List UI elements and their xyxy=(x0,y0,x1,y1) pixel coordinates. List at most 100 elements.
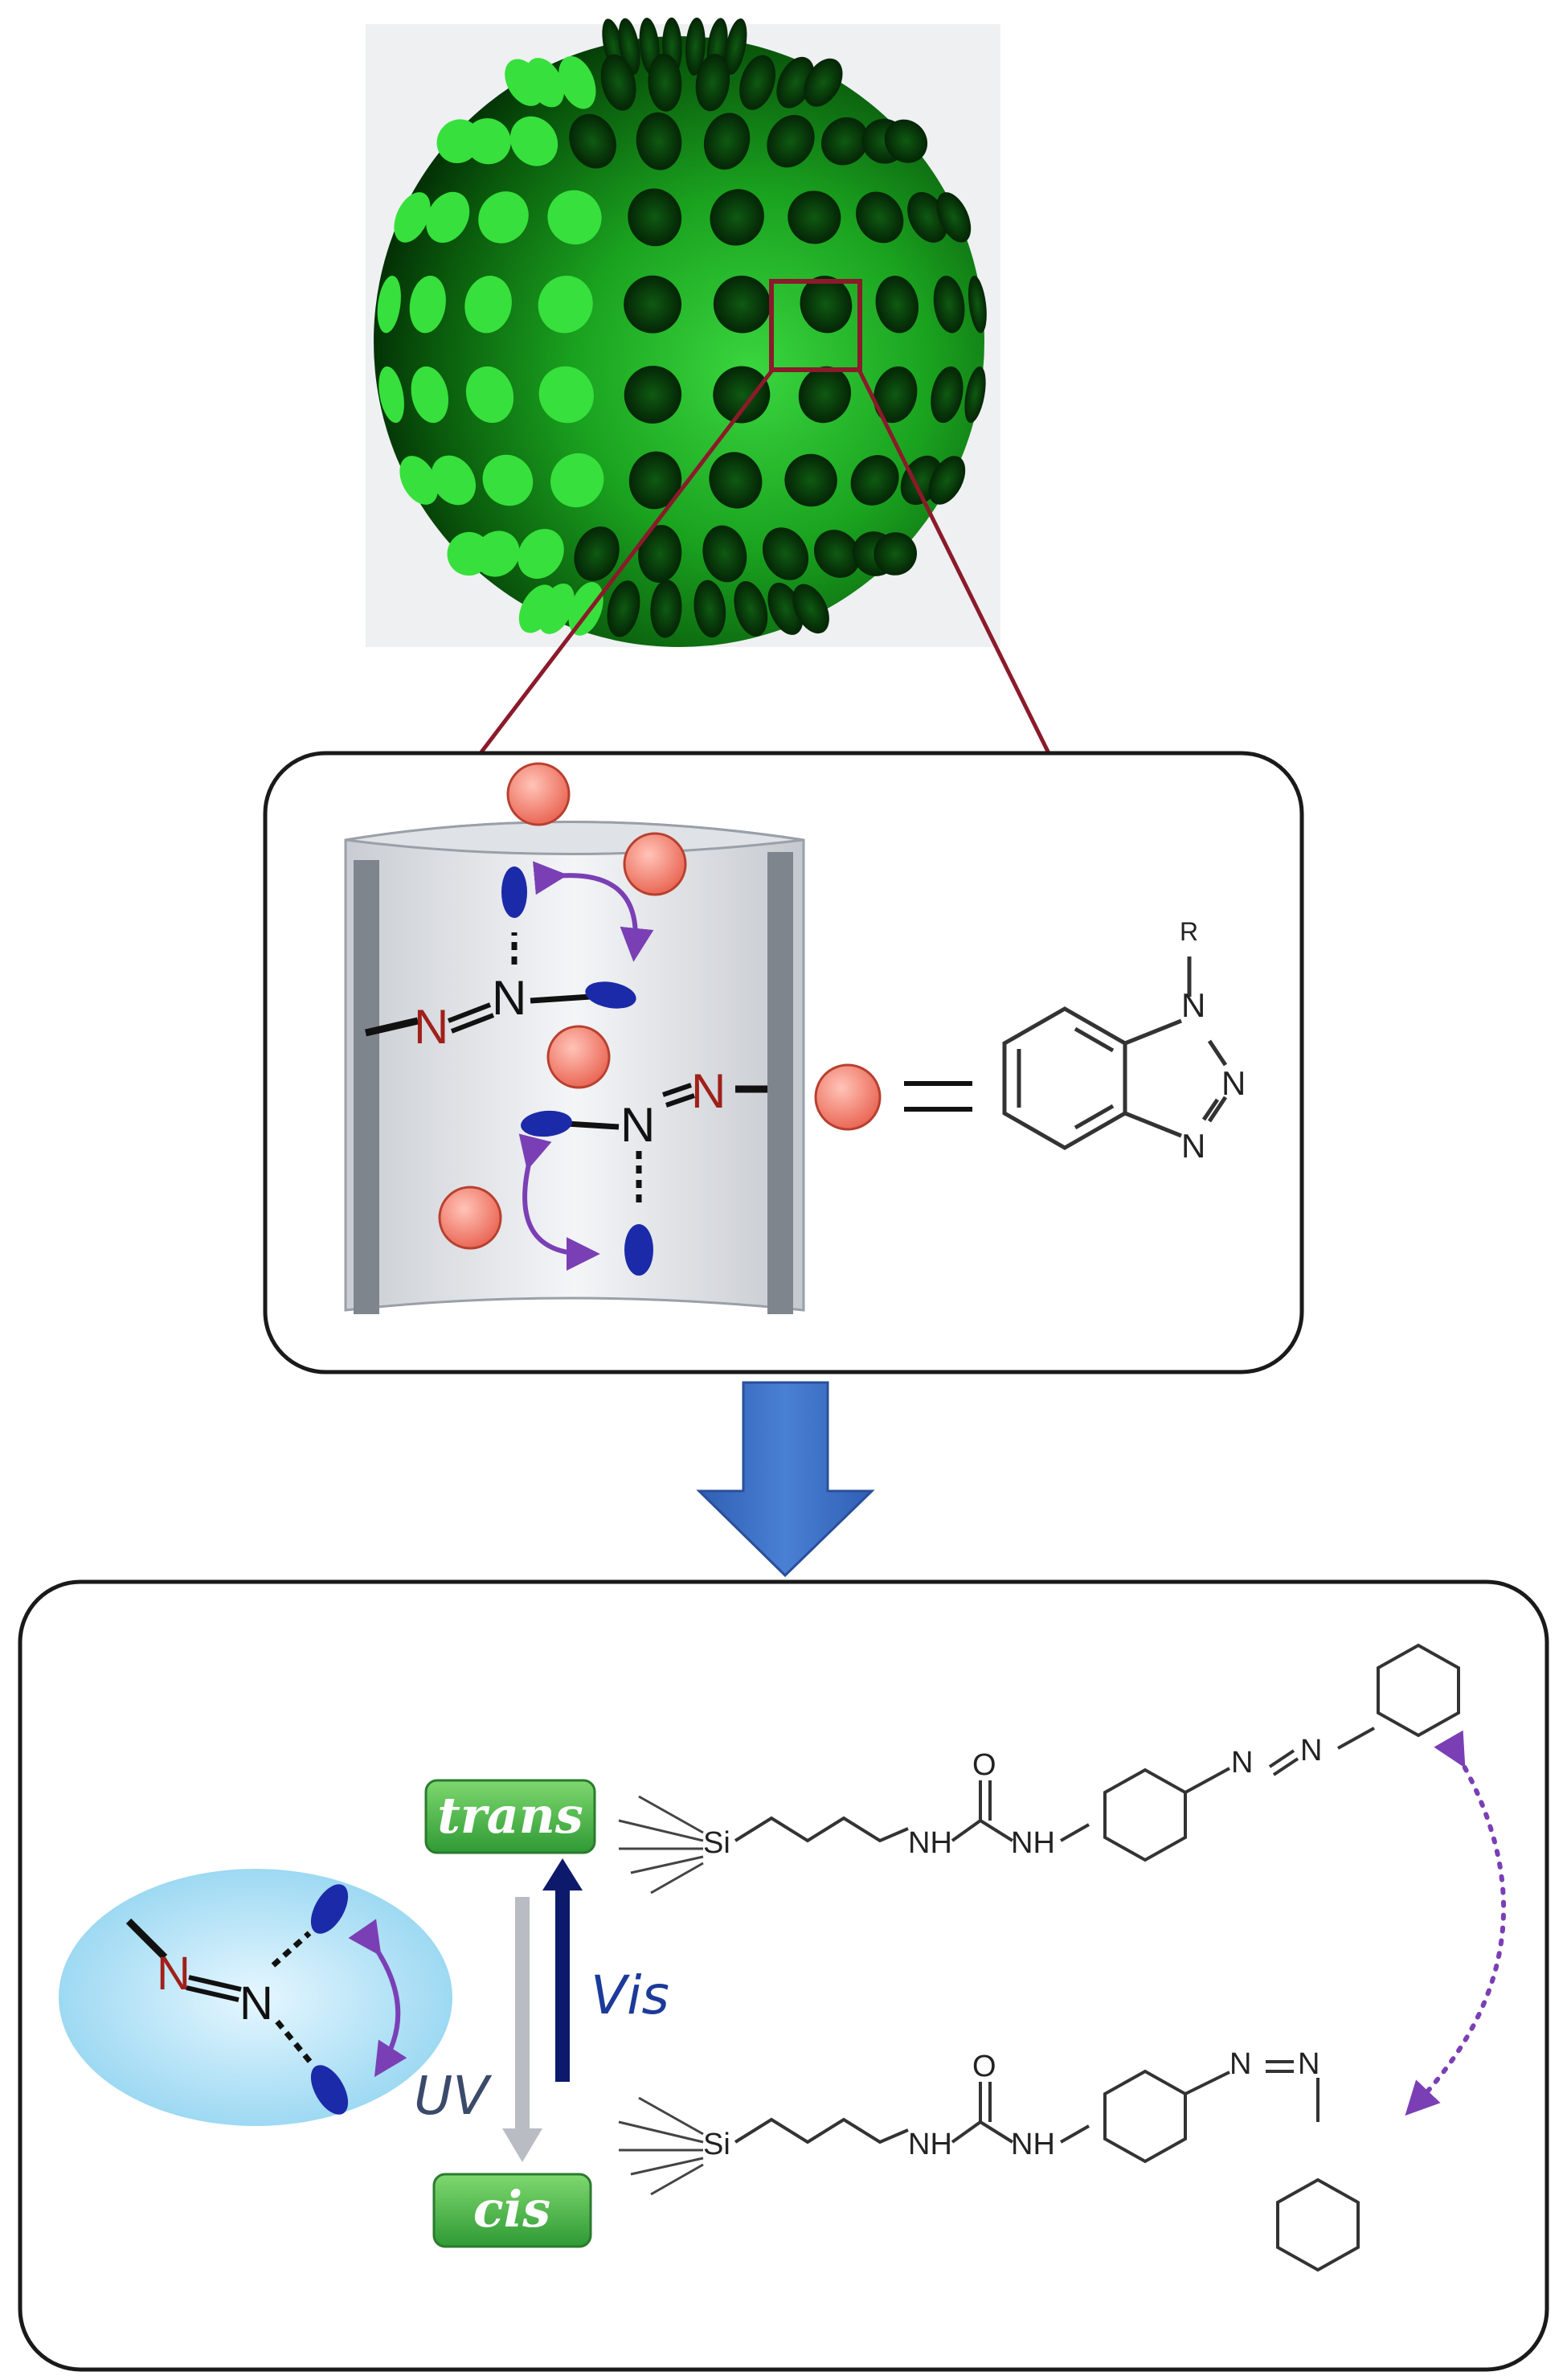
sphere-pore xyxy=(518,528,564,580)
sphere-pore xyxy=(856,191,904,244)
azo-n-3: N xyxy=(691,1064,726,1118)
benzotriazole-structure xyxy=(1002,957,1228,1150)
sphere-pore xyxy=(509,116,558,166)
sphere-pore xyxy=(713,366,771,424)
ellipse-n-2: N xyxy=(239,1977,273,2030)
sphere-pore xyxy=(628,188,682,247)
sphere-pore xyxy=(411,366,449,424)
sphere-pore xyxy=(569,113,616,169)
azo-switch-ellipse: N N xyxy=(59,1869,452,2126)
sphere-pore xyxy=(538,583,575,634)
sphere-pore xyxy=(685,17,706,76)
trans-azo-n-1: N xyxy=(1231,1746,1253,1780)
sphere-pore xyxy=(800,276,853,334)
sphere-pore xyxy=(936,192,972,243)
zoom-line-left xyxy=(479,367,775,755)
uv-arrow: UV xyxy=(414,1897,542,2162)
sphere-pore xyxy=(762,527,809,580)
trans-nh-2: NH xyxy=(1011,1826,1055,1860)
sphere-pore xyxy=(933,276,965,334)
sphere-pore xyxy=(638,525,682,583)
trans-azo-n-2: N xyxy=(1300,1734,1322,1768)
sphere-pore xyxy=(792,584,829,634)
sphere-pore xyxy=(884,119,928,163)
zoom-box xyxy=(769,279,862,372)
sphere-pore xyxy=(399,456,439,505)
sphere-pore xyxy=(648,53,682,112)
sphere-pore xyxy=(702,525,747,583)
sphere-pore xyxy=(377,276,401,334)
sphere-pore xyxy=(550,453,604,508)
sphere-pore xyxy=(478,191,529,244)
down-arrow xyxy=(696,1381,875,1578)
cis-azo-n-1: N xyxy=(1229,2047,1251,2081)
guest-molecules xyxy=(438,762,687,1250)
bta-n1: N xyxy=(1181,986,1205,1024)
sphere-pore xyxy=(628,451,682,510)
sphere-pore xyxy=(409,276,446,334)
sphere-pore xyxy=(474,530,520,577)
sphere-pore xyxy=(928,456,966,505)
sphere-pore xyxy=(813,530,861,578)
cis-label-box: cis xyxy=(432,2173,592,2248)
trans-si: Si xyxy=(703,1826,730,1860)
cis-azo-n-2: N xyxy=(1298,2047,1319,2081)
porous-sphere xyxy=(366,17,1000,647)
sphere-pores xyxy=(377,17,987,638)
trans-label: trans xyxy=(437,1786,583,1845)
zoom-line-right xyxy=(856,367,1051,755)
sphere-pore xyxy=(624,366,682,424)
sphere-pore xyxy=(710,189,764,246)
cis-o: O xyxy=(972,2050,996,2083)
cis-si: Si xyxy=(703,2128,730,2161)
sphere-pore xyxy=(713,275,771,334)
azo-n-1: N xyxy=(414,1000,448,1054)
sphere-pore xyxy=(464,118,511,165)
sphere-pore xyxy=(850,455,899,506)
sphere-pore xyxy=(875,276,919,334)
sphere-pore xyxy=(574,526,620,581)
azo-n-2: N xyxy=(492,971,526,1025)
photoisomerization-panel: N N trans cis Vis UV xyxy=(18,1579,1549,2372)
vis-label: Vis xyxy=(591,1964,669,2026)
sphere-pore xyxy=(558,55,596,109)
sphere-pore xyxy=(734,581,768,637)
guest-legend: N N N R xyxy=(814,917,1246,1165)
cis-azobenzene-structure: Si NH NH O N N xyxy=(618,2047,1360,2272)
sphere-pore xyxy=(624,275,682,334)
sphere-pore xyxy=(394,192,431,243)
sphere-pore xyxy=(964,366,986,424)
sphere-pore xyxy=(607,580,640,637)
sphere-pore xyxy=(426,191,470,244)
trans-nh-1: NH xyxy=(908,1826,952,1860)
sphere-pore xyxy=(650,580,682,638)
sphere-pore xyxy=(798,366,852,424)
cis-label: cis xyxy=(473,2180,550,2239)
sphere-pore xyxy=(538,366,594,424)
isomerization-dotted-arrow xyxy=(1405,1730,1506,2116)
sphere-pore xyxy=(600,54,636,111)
pore-detail-panel: N N N N xyxy=(263,751,1304,1374)
sphere-pore xyxy=(968,276,987,334)
bta-n2: N xyxy=(1221,1064,1246,1102)
sphere-pore xyxy=(568,582,603,636)
sphere-pore xyxy=(547,190,602,245)
azo-group-upper: N N xyxy=(364,861,654,1054)
sphere-pore xyxy=(709,452,763,509)
ellipse-n-1: N xyxy=(157,1948,190,2000)
sphere-pore xyxy=(931,366,964,424)
uv-label: UV xyxy=(414,2065,492,2127)
sphere-pore xyxy=(538,275,593,334)
bta-r: R xyxy=(1180,917,1198,946)
vis-arrow: Vis xyxy=(542,1858,669,2082)
sphere-pore xyxy=(526,58,565,108)
sphere-pore xyxy=(695,53,730,112)
sphere-pore xyxy=(693,580,726,638)
trans-azobenzene-structure: Si NH NH O N N xyxy=(618,1643,1460,1895)
sphere-pore xyxy=(767,115,815,168)
sphere-pore xyxy=(784,453,837,507)
sphere-pore xyxy=(788,190,841,244)
sphere-pore xyxy=(874,366,918,424)
sphere-pore xyxy=(465,366,514,424)
